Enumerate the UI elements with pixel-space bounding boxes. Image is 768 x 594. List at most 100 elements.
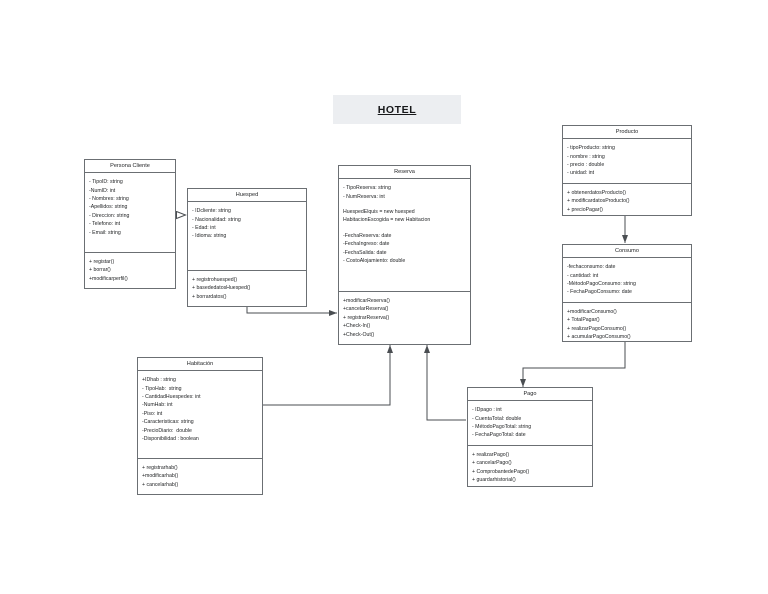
attribute: - nombre : string: [567, 153, 605, 160]
attribute: - IDcliente: string: [192, 208, 231, 215]
operation: +Check-Out(): [343, 331, 375, 338]
operation: + basededatosHuesped(): [192, 285, 251, 292]
class-box-reserva[interactable]: Reserva - TipoReserva: string - NumReser…: [338, 165, 471, 345]
operation: + TotalPagar(): [567, 317, 600, 324]
class-box-persona-cliente[interactable]: Persona Cliente - TipoID: string -NumID:…: [84, 159, 176, 289]
relation-huesped-to-reserva: [246, 307, 337, 316]
relation-consumo-to-pago: [520, 342, 626, 387]
class-attributes-pago: - IDpago : int - CuentaTotal: double - M…: [468, 401, 592, 446]
class-attributes-habitacion: +IDhab : string - TipoHab: string - Cant…: [138, 371, 262, 459]
class-name-producto: Producto: [563, 126, 691, 140]
class-operations-habitacion: + registrarhab() +modificarhab() + cance…: [138, 459, 262, 494]
operation: + realizarPagoConsumo(): [567, 325, 627, 332]
attribute: - CuentaTotal: double: [472, 415, 522, 422]
attribute: -NumID: int: [89, 187, 116, 194]
attribute: -FechaSalida: date: [343, 249, 387, 256]
relation-pago-to-reserva: [424, 345, 466, 421]
attribute: - Direccion: string: [89, 212, 130, 219]
class-operations-pago: + realizarPago() + cancelarPago() + Comp…: [468, 446, 592, 490]
operation: +modificarhab(): [142, 473, 179, 480]
attribute: -PrecioDiario: double: [142, 427, 192, 434]
attribute: - Edad: int: [192, 224, 216, 231]
attribute: - TipoHab: string: [142, 385, 182, 392]
operation: +cancelarReserva(): [343, 306, 389, 313]
class-operations-huesped: + registrohuesped() + basededatosHuesped…: [188, 271, 306, 306]
attribute: - Email: string: [89, 229, 121, 236]
operation: + acumularPagoConsumo(): [567, 334, 631, 341]
attribute: -FechaIngreso: date: [343, 241, 390, 248]
attribute: - TipoReserva: string: [343, 185, 391, 192]
attribute: -Piso: int: [142, 410, 163, 417]
operation: + borrardatos(): [192, 293, 227, 300]
class-attributes-consumo: -fechaconsumo: date - cantidad: int -Mét…: [563, 258, 691, 303]
attribute: - precio : double: [567, 161, 605, 168]
class-attributes-reserva: - TipoReserva: string - NumReserva: int …: [339, 179, 470, 292]
class-name-consumo: Consumo: [563, 245, 691, 259]
attribute: - CantidadHuespedes: int: [142, 393, 201, 400]
attribute: - Telefono: int: [89, 221, 121, 228]
attribute: - IDpago : int: [472, 407, 502, 414]
attribute: - cantidad: int: [567, 272, 599, 279]
class-attributes-huesped: - IDcliente: string - Nacionalidad: stri…: [188, 202, 306, 271]
class-box-consumo[interactable]: Consumo -fechaconsumo: date - cantidad: …: [562, 244, 692, 342]
class-attributes-producto: - tipoProducto: string - nombre : string…: [563, 139, 691, 184]
class-name-reserva: Reserva: [339, 166, 470, 180]
attribute: -NumHab: int: [142, 402, 173, 409]
page-title: HOTEL: [377, 103, 417, 116]
attribute: -FechaReserva: date: [343, 232, 392, 239]
attribute: - tipoProducto: string: [567, 145, 615, 152]
operation: + registrohuesped(): [192, 276, 238, 283]
operation: + registrarhab(): [142, 464, 178, 471]
attribute: HabitacionEscogida = new Habitacion: [343, 217, 431, 224]
relation-habitacion-to-reserva: [263, 345, 393, 406]
attribute: - FechaPagoTotal: date: [472, 432, 526, 439]
attribute: -Caracteristicas: string: [142, 419, 194, 426]
attribute: - FechaPagoConsumo: date: [567, 289, 632, 296]
attribute: - Nombres: string: [89, 195, 129, 202]
class-attributes-persona-cliente: - TipoID: string -NumID: int - Nombres: …: [85, 173, 175, 253]
attribute: -Apellidos: string: [89, 204, 128, 211]
operation: + registar(): [89, 258, 115, 265]
attribute-group-gap: [343, 201, 466, 208]
attribute: +IDhab : string: [142, 377, 176, 384]
attribute: - MétodoPagoTotal: string: [472, 423, 532, 430]
class-box-pago[interactable]: Pago - IDpago : int - CuentaTotal: doubl…: [467, 387, 593, 487]
class-operations-persona-cliente: + registar() + borrar() +modificarperfil…: [85, 253, 175, 288]
attribute-group-gap: [343, 225, 466, 232]
operation: + cancelarhab(): [142, 481, 179, 488]
diagram-title-banner: HOTEL: [333, 95, 461, 124]
class-operations-reserva: +modificarReserva() +cancelarReserva() +…: [339, 292, 470, 344]
class-box-producto[interactable]: Producto - tipoProducto: string - nombre…: [562, 125, 692, 216]
class-operations-producto: + obtenerdatosProducto() + modificardato…: [563, 184, 691, 219]
operation: + modificardatosProducto(): [567, 198, 630, 205]
class-name-pago: Pago: [468, 388, 592, 402]
operation: +modificarperfil(): [89, 275, 128, 282]
class-name-habitacion: Habitación: [138, 358, 262, 372]
operation: + ComprobantedePago(): [472, 468, 530, 475]
attribute: - unidad: int: [567, 170, 595, 177]
class-box-huesped[interactable]: Huesped - IDcliente: string - Nacionalid…: [187, 188, 307, 307]
attribute: - CostoAlojamiento: double: [343, 258, 406, 265]
operation: +modificarReserva(): [343, 297, 390, 304]
operation: + borrar(): [89, 267, 111, 274]
class-name-huesped: Huesped: [188, 189, 306, 203]
class-operations-consumo: +modificarConsumo() + TotalPagar() + rea…: [563, 303, 691, 347]
attribute: -Disponibilidad : boolean: [142, 436, 199, 443]
operation: + precioPagar(): [567, 206, 603, 213]
operation: +modificarConsumo(): [567, 308, 617, 315]
attribute: - Nacionalidad: string: [192, 216, 241, 223]
operation: +Check-In(): [343, 323, 371, 330]
attribute: - Idioma: string: [192, 233, 227, 240]
attribute: - TipoID: string: [89, 179, 123, 186]
attribute: - NumReserva: int: [343, 193, 385, 200]
attribute: HuespedElquis = new huesped: [343, 208, 415, 215]
attribute: -MétodoPagoConsumo: string: [567, 280, 636, 287]
operation: + cancelarPago(): [472, 460, 512, 467]
operation: + registrarReserva(): [343, 314, 390, 321]
class-box-habitacion[interactable]: Habitación +IDhab : string - TipoHab: st…: [137, 357, 263, 495]
operation: + obtenerdatosProducto(): [567, 189, 626, 196]
attribute: -fechaconsumo: date: [567, 264, 616, 271]
operation: + realizarPago(): [472, 451, 510, 458]
class-name-persona-cliente: Persona Cliente: [85, 160, 175, 174]
